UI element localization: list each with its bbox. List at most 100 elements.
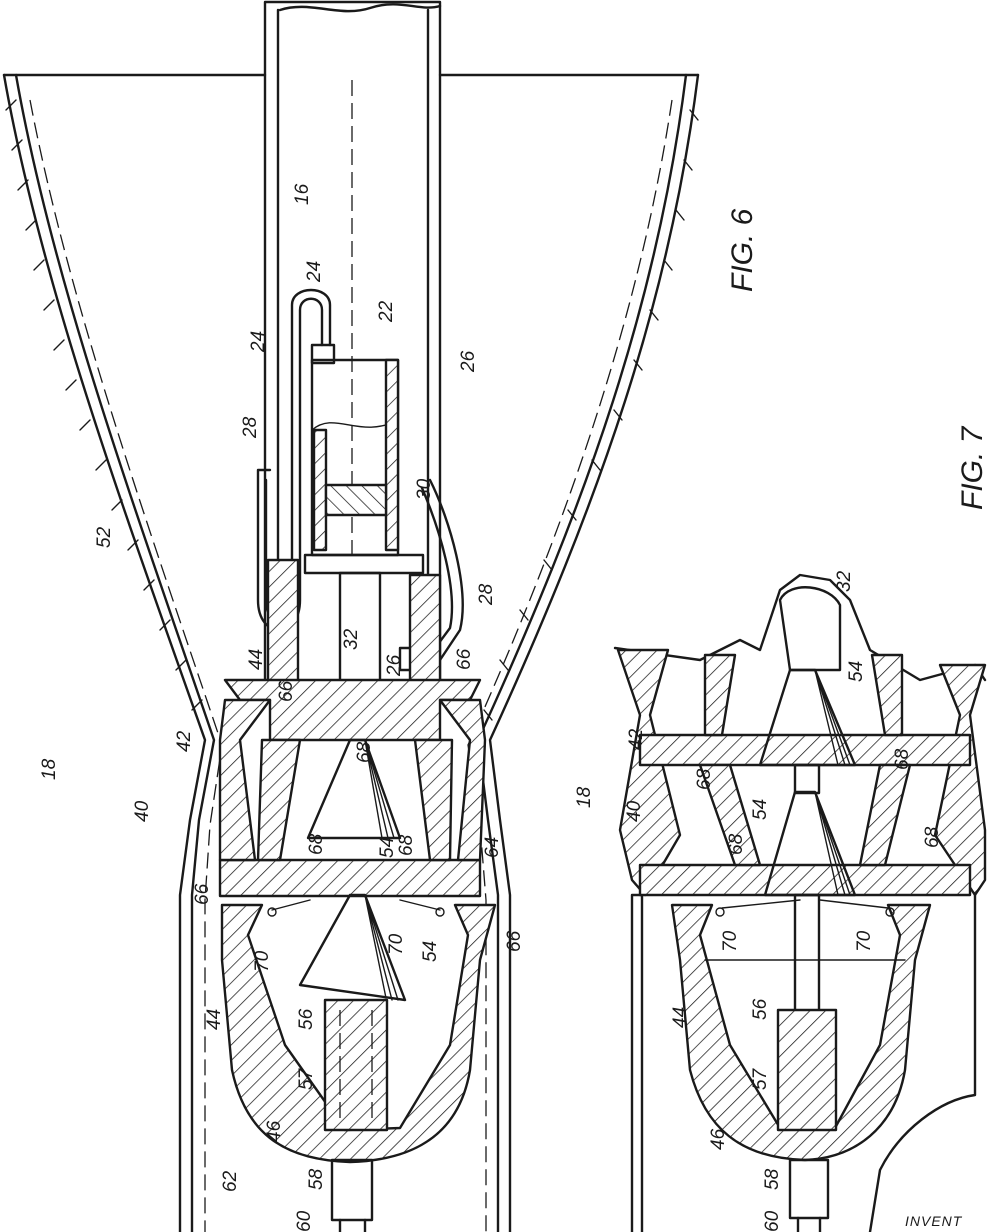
label-57: 57 bbox=[296, 1067, 317, 1090]
fig7-strut-right bbox=[870, 653, 904, 737]
fig7-links-70 bbox=[721, 899, 889, 909]
label-70b: 70 bbox=[386, 933, 407, 955]
cone-54-upper-shade bbox=[364, 739, 395, 839]
fig7-inner-left bbox=[698, 763, 762, 867]
label-18: 18 bbox=[39, 758, 60, 780]
fig7-label-70a: 70 bbox=[720, 930, 741, 952]
nozzle-left-hatch bbox=[5, 99, 203, 711]
fig7-label-68d: 68 bbox=[922, 826, 943, 848]
nozzle-wall-right-outer bbox=[488, 73, 700, 1232]
label-66a: 66 bbox=[276, 680, 297, 702]
fig7-shaft-32 bbox=[793, 763, 821, 795]
housing-44 bbox=[220, 903, 497, 1164]
fig7-casing-left bbox=[630, 893, 644, 1232]
fig7-label-70b: 70 bbox=[854, 930, 875, 952]
cap-plate bbox=[303, 553, 425, 575]
fig7-label-68c: 68 bbox=[726, 833, 747, 855]
hose-28 bbox=[428, 478, 464, 662]
label-68a: 68 bbox=[354, 741, 375, 763]
pivot-70-left bbox=[267, 907, 277, 917]
label-58: 58 bbox=[306, 1168, 327, 1190]
label-64: 64 bbox=[482, 837, 503, 858]
fig6-labels: 16 24 24 22 26 28 30 28 52 32 26 44 66 6… bbox=[39, 183, 525, 1232]
nozzle-wall-left-inner bbox=[14, 73, 216, 1232]
fig7-inner-right bbox=[858, 763, 912, 867]
throat-inner-right bbox=[413, 738, 454, 862]
fig7-rod-56 bbox=[793, 893, 821, 1017]
label-24b: 24 bbox=[248, 331, 269, 353]
fig7-label-60: 60 bbox=[762, 1210, 783, 1232]
cylinder-wall-left bbox=[312, 428, 328, 552]
mount-wall-left bbox=[266, 558, 300, 702]
label-44b: 44 bbox=[204, 1009, 225, 1030]
label-54b: 54 bbox=[420, 941, 441, 962]
fig7-label-42: 42 bbox=[626, 728, 647, 750]
fig7-labels: 32 54 42 68 68 18 40 54 68 68 70 70 44 5… bbox=[574, 570, 943, 1232]
label-68b: 68 bbox=[396, 834, 417, 856]
throat-side-left bbox=[218, 698, 272, 862]
nozzle-wall-left-outer bbox=[2, 73, 207, 1232]
label-56: 56 bbox=[296, 1008, 317, 1030]
fig7-label-57: 57 bbox=[750, 1067, 771, 1090]
fig7-label-40: 40 bbox=[624, 800, 645, 822]
label-46: 46 bbox=[264, 1120, 285, 1142]
fig7-casing-right bbox=[868, 893, 977, 1232]
fig7-cone-upper-shade bbox=[814, 669, 851, 766]
links-70 bbox=[271, 899, 441, 911]
fig7-pivot-right bbox=[885, 907, 895, 917]
fig7-title: FIG. 7 bbox=[956, 425, 987, 510]
pipe-break-line bbox=[278, 3, 442, 13]
fig7-housing-44 bbox=[670, 903, 932, 1162]
fig7-throat-left bbox=[616, 648, 682, 897]
label-66b: 66 bbox=[454, 648, 475, 670]
fig7-label-32: 32 bbox=[834, 570, 855, 592]
label-52: 52 bbox=[94, 526, 115, 548]
label-60: 60 bbox=[294, 1210, 315, 1232]
fig7-throat-bottom-band bbox=[638, 863, 972, 897]
fig7-pivot-left bbox=[715, 907, 725, 917]
label-28b: 28 bbox=[476, 583, 497, 606]
throat-side-right bbox=[438, 698, 487, 862]
label-70a: 70 bbox=[252, 950, 273, 972]
fig7-rod-58 bbox=[788, 1158, 830, 1220]
fig6-title: FIG. 6 bbox=[726, 208, 759, 292]
piston-30 bbox=[324, 483, 388, 517]
label-66c: 66 bbox=[192, 883, 213, 905]
fig7-strut-left bbox=[703, 653, 737, 737]
pivot-70-right bbox=[435, 907, 445, 917]
fig7-label-58: 58 bbox=[762, 1168, 783, 1190]
nozzle-right-hatch bbox=[483, 109, 699, 721]
fig7-label-56: 56 bbox=[750, 998, 771, 1020]
fig7-label-68a: 68 bbox=[694, 768, 715, 790]
nozzle-right-dash bbox=[467, 99, 673, 1232]
figure-7 bbox=[613, 573, 987, 1232]
hose-28-inner bbox=[420, 486, 454, 657]
fig7-label-54a: 54 bbox=[846, 661, 867, 682]
cone-54-lower-shade bbox=[364, 894, 399, 1001]
rod-58 bbox=[330, 1158, 374, 1222]
label-44a: 44 bbox=[246, 649, 267, 670]
label-66d: 66 bbox=[504, 930, 525, 952]
label-42: 42 bbox=[174, 730, 195, 752]
cylinder-wall-right bbox=[384, 358, 400, 552]
label-22: 22 bbox=[376, 300, 397, 323]
label-54a: 54 bbox=[377, 837, 398, 858]
nozzle-left-dash bbox=[29, 99, 223, 1232]
fig7-label-68b: 68 bbox=[892, 748, 913, 770]
label-26a: 26 bbox=[458, 350, 479, 373]
piston-56 bbox=[323, 998, 389, 1132]
fig7-label-54b: 54 bbox=[750, 799, 771, 820]
fig7-throat-top-band bbox=[638, 733, 972, 767]
cone-54-upper bbox=[306, 738, 402, 840]
label-32: 32 bbox=[341, 628, 362, 650]
nozzle-wall-right-inner bbox=[476, 73, 688, 1232]
fig7-break-outline bbox=[613, 573, 987, 682]
throat-housing-bottom bbox=[218, 858, 482, 898]
figure-6 bbox=[2, 0, 700, 1232]
throat-inner-left bbox=[256, 738, 302, 862]
fig7-label-46: 46 bbox=[708, 1128, 729, 1150]
label-30: 30 bbox=[414, 478, 435, 500]
inventor-footer: INVENT bbox=[905, 1213, 963, 1229]
